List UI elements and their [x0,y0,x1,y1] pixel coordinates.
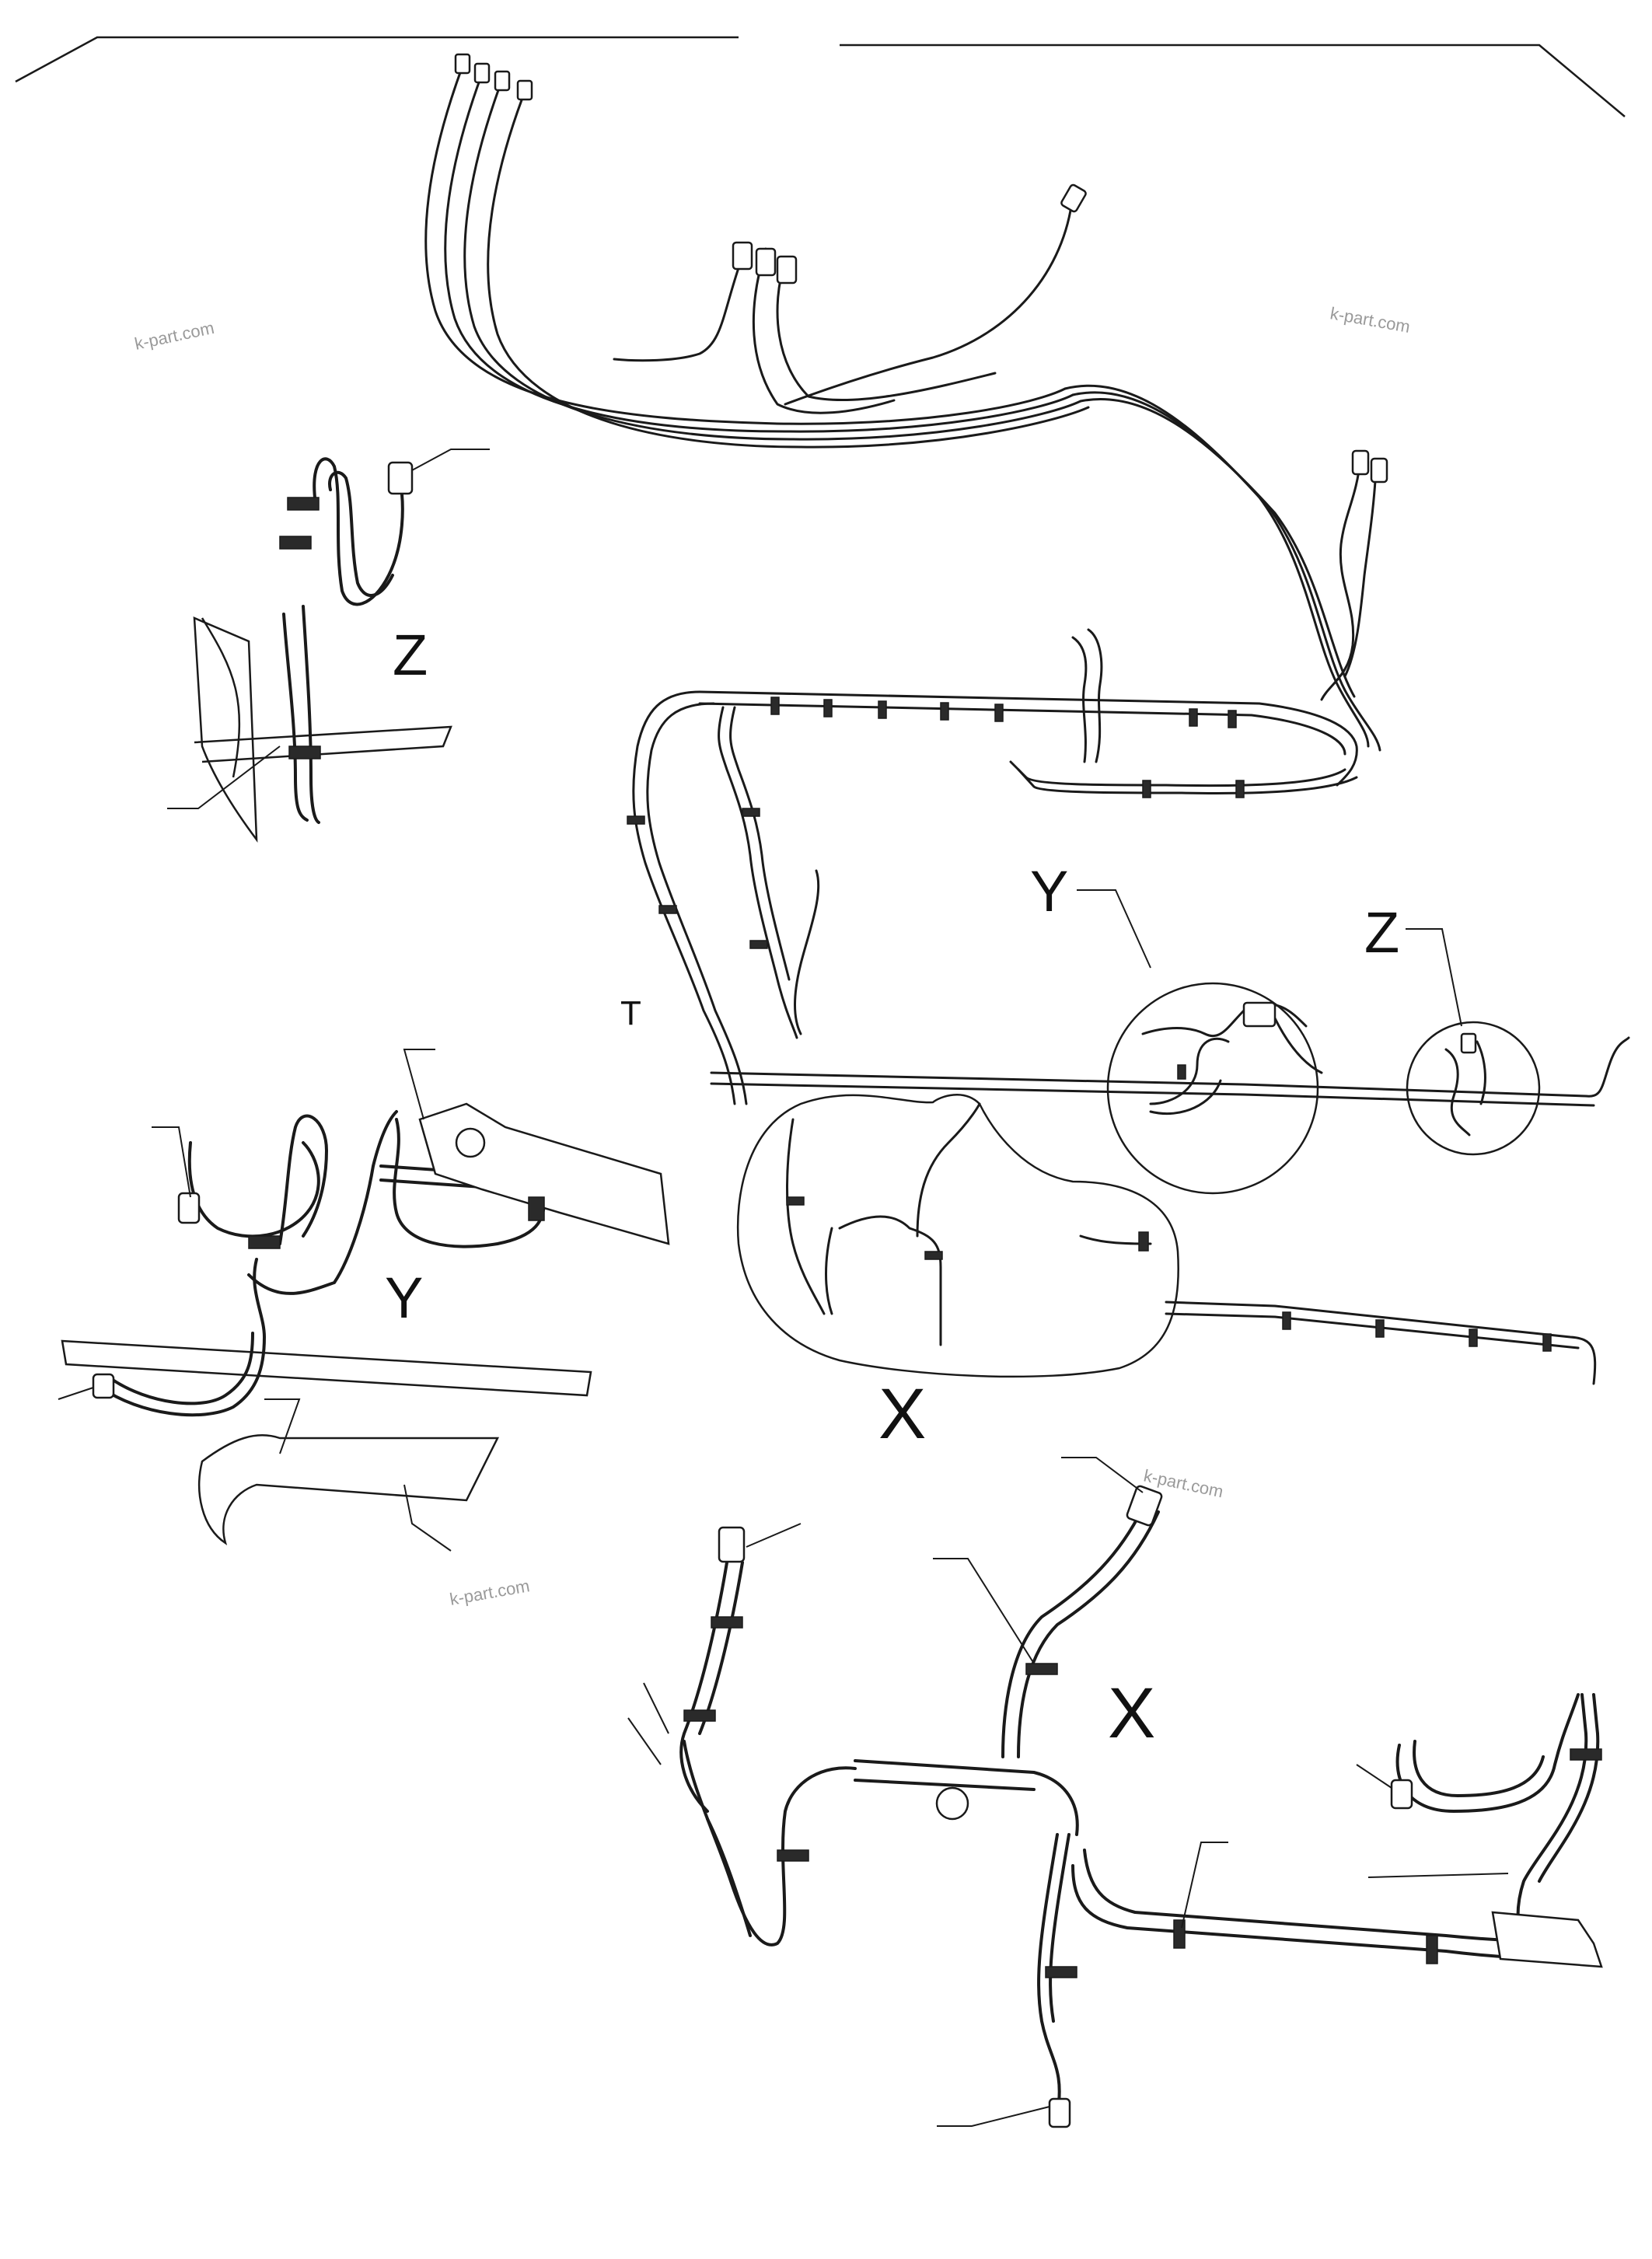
upper-hose-bundle [424,53,1388,752]
callout-label-z: Z [1364,900,1399,965]
detail-label-z: Z [393,623,428,687]
watermark: k-part.com [133,318,216,354]
callout-label-y: Y [1030,859,1068,924]
page-frame [15,36,1626,117]
detail-view-y [58,1049,670,1552]
detail-label-x: X [1108,1674,1155,1753]
lower-rail-assembly [710,1036,1630,1385]
detail-label-y: Y [385,1266,423,1330]
watermark: k-part.com [449,1576,532,1609]
watermark: k-part.com [1329,303,1412,337]
callout-region-x [736,1094,1179,1378]
detail-view-x [627,1457,1603,2128]
callout-label-x: X [878,1374,926,1454]
callout-circle-y [1106,982,1323,1195]
marker-t: T [620,994,641,1032]
middle-rail-assembly [627,628,1358,1105]
callout-circle-z [1406,1021,1541,1156]
detail-view-z [167,449,490,843]
